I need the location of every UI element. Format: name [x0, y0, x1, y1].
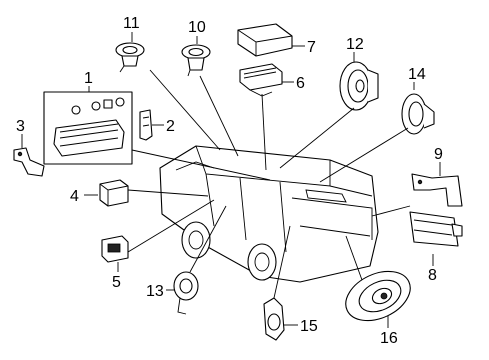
- callout-11: 11: [123, 15, 140, 32]
- callout-7: 7: [307, 39, 316, 56]
- part-12-door-speaker: 12: [339, 36, 379, 111]
- part-4-module: 4: [70, 179, 129, 207]
- part-7-control-box: 7: [237, 23, 316, 57]
- callout-14: 14: [408, 66, 426, 83]
- callout-5: 5: [112, 274, 121, 291]
- part-14-rear-speaker: 14: [401, 66, 435, 135]
- callout-13: 13: [146, 283, 164, 300]
- callout-6: 6: [296, 75, 305, 92]
- part-11-tweeter: 11: [115, 15, 145, 73]
- part-5-aux-jack: 5: [101, 235, 129, 291]
- part-10-tweeter: 10: [181, 19, 211, 77]
- callout-3: 3: [16, 118, 25, 135]
- part-13-small-speaker: 13: [146, 271, 199, 315]
- part-15-speaker-bracket: 15: [263, 297, 318, 341]
- part-9-bracket: 9: [411, 146, 463, 207]
- callout-4: 4: [70, 188, 79, 205]
- callout-16: 16: [380, 330, 398, 347]
- leader-lines: [127, 69, 411, 299]
- part-2-bracket: 2: [139, 109, 175, 141]
- part-6-amplifier: 6: [239, 63, 305, 97]
- callout-15: 15: [300, 318, 318, 335]
- callout-2: 2: [166, 118, 175, 135]
- part-16-subwoofer: 16: [345, 270, 411, 347]
- callout-9: 9: [434, 146, 443, 163]
- callout-1: 1: [84, 70, 93, 87]
- part-1-audio-head-unit: 1: [43, 70, 133, 165]
- part-3-mounting-bracket: 3: [13, 118, 45, 177]
- callout-10: 10: [188, 19, 206, 36]
- callout-12: 12: [346, 36, 364, 53]
- callout-8: 8: [428, 267, 437, 284]
- part-8-amplifier-unit: 8: [409, 211, 463, 284]
